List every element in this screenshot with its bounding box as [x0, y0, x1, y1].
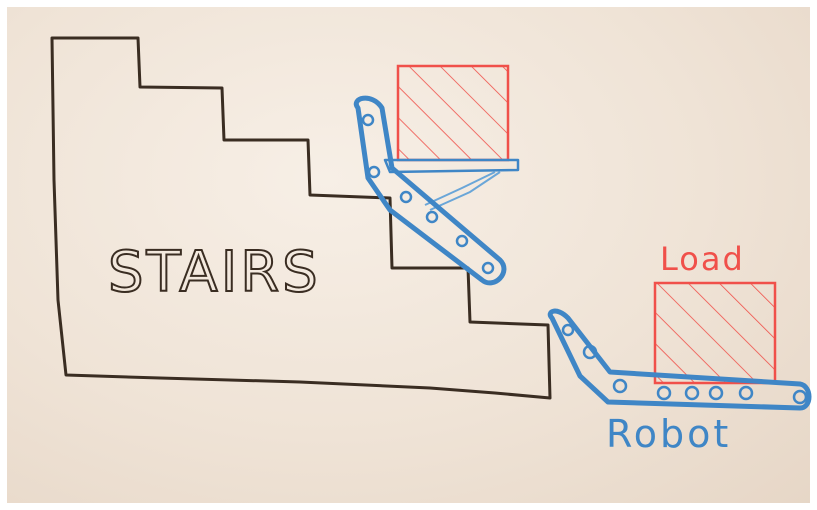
lower-load-box: [653, 281, 777, 385]
wheel-icon: [367, 165, 381, 179]
wheel-icon: [425, 210, 439, 224]
wheel-icon: [708, 385, 724, 401]
wheel-icon: [481, 261, 495, 275]
wheel-icon: [399, 190, 413, 204]
wheel-icon: [612, 378, 628, 394]
stairs-outline: [50, 36, 552, 400]
wheel-icon: [361, 113, 375, 127]
upper-robot-wheels: [361, 113, 495, 275]
robot-label: Robot: [606, 412, 731, 456]
wheel-icon: [656, 385, 672, 401]
wheel-icon: [684, 385, 700, 401]
upper-load-box: [396, 64, 510, 162]
upper-robot-support: [424, 171, 501, 211]
wheel-icon: [738, 385, 754, 401]
wheel-icon: [792, 389, 808, 405]
wheel-icon: [582, 344, 598, 360]
stairs-label: STAIRS: [108, 240, 321, 305]
upper-robot-track: [353, 95, 507, 286]
wheel-icon: [455, 234, 469, 248]
load-label: Load: [660, 240, 745, 278]
wheel-icon: [561, 323, 575, 337]
upper-robot-platform: [383, 158, 520, 174]
lower-robot-wheels: [561, 323, 808, 405]
lower-robot-track: [547, 308, 812, 411]
